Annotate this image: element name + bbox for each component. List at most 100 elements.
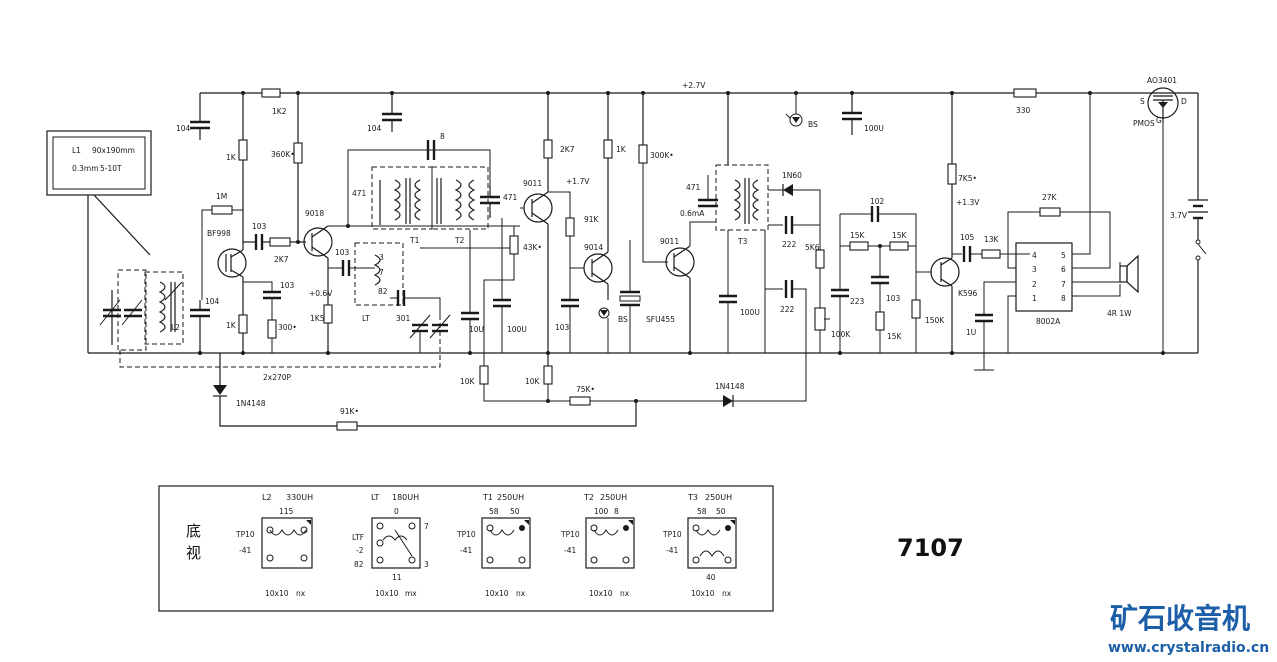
svg-text:2x270P: 2x270P [263, 373, 292, 382]
svg-text:K596: K596 [958, 289, 977, 298]
svg-text:104: 104 [205, 297, 220, 306]
svg-text:471: 471 [686, 183, 701, 192]
varicap-dual: 2x270P [99, 269, 441, 382]
svg-text:1N60: 1N60 [782, 171, 802, 180]
svg-text:BF998: BF998 [207, 229, 231, 238]
watermark-url: www.crystalradio.cn [1108, 640, 1269, 656]
svg-text:27K: 27K [1042, 193, 1058, 202]
resistor-15k-b [889, 241, 909, 251]
transformer-t1: T1 471 [352, 166, 433, 245]
svg-text:15K: 15K [892, 231, 908, 240]
svg-text:BS: BS [618, 315, 628, 324]
svg-text:115: 115 [279, 507, 294, 516]
svg-text:3: 3 [379, 253, 384, 262]
svg-text:nx: nx [516, 589, 526, 598]
svg-text:100U: 100U [507, 325, 527, 334]
capacitor-104-left: 104 [176, 93, 210, 140]
svg-text:7: 7 [424, 522, 429, 531]
svg-text:10x10: 10x10 [589, 589, 613, 598]
svg-text:2K7: 2K7 [274, 255, 289, 264]
svg-text:T2: T2 [583, 493, 594, 502]
svg-text:82: 82 [378, 287, 388, 296]
svg-text:D: D [1181, 97, 1187, 106]
mosfet-ao3401: AO3401 S D G PMOS [1133, 76, 1187, 128]
svg-text:0.6mA: 0.6mA [680, 209, 705, 218]
bottom-view-label-1: 底 [186, 522, 201, 540]
svg-text:222: 222 [782, 240, 797, 249]
svg-text:102: 102 [870, 197, 885, 206]
svg-text:3: 3 [1032, 265, 1037, 274]
svg-text:0: 0 [394, 507, 399, 516]
svg-text:T1: T1 [409, 236, 420, 245]
jfet-k596: K596 [930, 257, 977, 298]
svg-text:TP10: TP10 [560, 530, 580, 539]
resistor-330 [1013, 88, 1037, 98]
svg-text:7K5•: 7K5• [958, 174, 977, 183]
resistor-300 [267, 319, 277, 339]
resistor-2k7-a [269, 237, 291, 247]
watermark-brand: 矿石收音机 [1110, 602, 1250, 635]
svg-text:91K: 91K [584, 215, 600, 224]
svg-text:103: 103 [335, 248, 350, 257]
svg-text:471: 471 [503, 193, 518, 202]
transistor-9011-b: 9011 [660, 237, 695, 279]
resistor-13k [981, 249, 1001, 259]
svg-text:+1.7V: +1.7V [566, 177, 590, 186]
capacitor-104-top: 104 [367, 93, 402, 133]
resistor-360k [293, 142, 303, 164]
svg-text:1K5: 1K5 [310, 314, 325, 323]
capacitor-8: 8 [348, 132, 445, 160]
svg-text:103: 103 [555, 323, 570, 332]
svg-text:10U: 10U [469, 325, 484, 334]
svg-text:10K: 10K [525, 377, 541, 386]
svg-text:G: G [1156, 116, 1162, 125]
svg-text:9018: 9018 [305, 209, 324, 218]
svg-text:471: 471 [352, 189, 367, 198]
resistor-1k-c [603, 139, 613, 159]
filter-sfu455: SFU455 [619, 240, 675, 353]
svg-text:50: 50 [510, 507, 520, 516]
resistor-7k5 [947, 163, 957, 185]
bottom-view-label-2: 视 [186, 544, 201, 562]
svg-text:10x10: 10x10 [265, 589, 289, 598]
svg-text:10x10: 10x10 [485, 589, 509, 598]
svg-text:nx: nx [296, 589, 306, 598]
svg-text:301: 301 [396, 314, 411, 323]
svg-text:S: S [1140, 97, 1145, 106]
svg-text:1K: 1K [226, 321, 237, 330]
svg-text:+1.3V: +1.3V [956, 198, 980, 207]
svg-text:250UH: 250UH [600, 493, 627, 502]
resistor-75k [569, 396, 591, 406]
svg-text:10x10: 10x10 [375, 589, 399, 598]
antenna-name: L1 [72, 146, 81, 155]
svg-text:LTF: LTF [352, 533, 364, 542]
svg-text:-41: -41 [460, 546, 472, 555]
svg-text:-2: -2 [356, 546, 364, 555]
svg-text:T2: T2 [454, 236, 465, 245]
resistor-300k [638, 144, 648, 164]
supply-rail: +2.7V [200, 81, 1198, 94]
transformer-t2: T2 [431, 166, 489, 245]
svg-text:AO3401: AO3401 [1147, 76, 1177, 85]
svg-text:330UH: 330UH [286, 493, 313, 502]
coil-pinout-lt: LT 180UH 0 LTF -2 82 7 3 11 10x10 mx [352, 493, 429, 598]
resistor-1k2: 1K2 [261, 88, 287, 116]
svg-text:TP10: TP10 [235, 530, 255, 539]
junctions [198, 91, 1165, 403]
svg-text:T1: T1 [482, 493, 493, 502]
svg-text:TP10: TP10 [456, 530, 476, 539]
svg-text:1N4148: 1N4148 [715, 382, 745, 391]
svg-text:100: 100 [594, 507, 609, 516]
model-number: 7107 [897, 534, 964, 562]
svg-text:10x10: 10x10 [691, 589, 715, 598]
led-bs-1: BS [598, 307, 628, 324]
svg-text:300K•: 300K• [650, 151, 674, 160]
resistor-15k-a [849, 241, 869, 251]
coil-pinout-l2: L2 330UH 115 TP10 -41 10x10 nx [235, 493, 313, 598]
transistor-9011-a: 9011 +1.7V [523, 177, 590, 225]
svg-text:1K: 1K [616, 145, 627, 154]
svg-text:58: 58 [489, 507, 499, 516]
resistor-150k [911, 299, 921, 319]
resistor-5k6 [815, 249, 825, 269]
